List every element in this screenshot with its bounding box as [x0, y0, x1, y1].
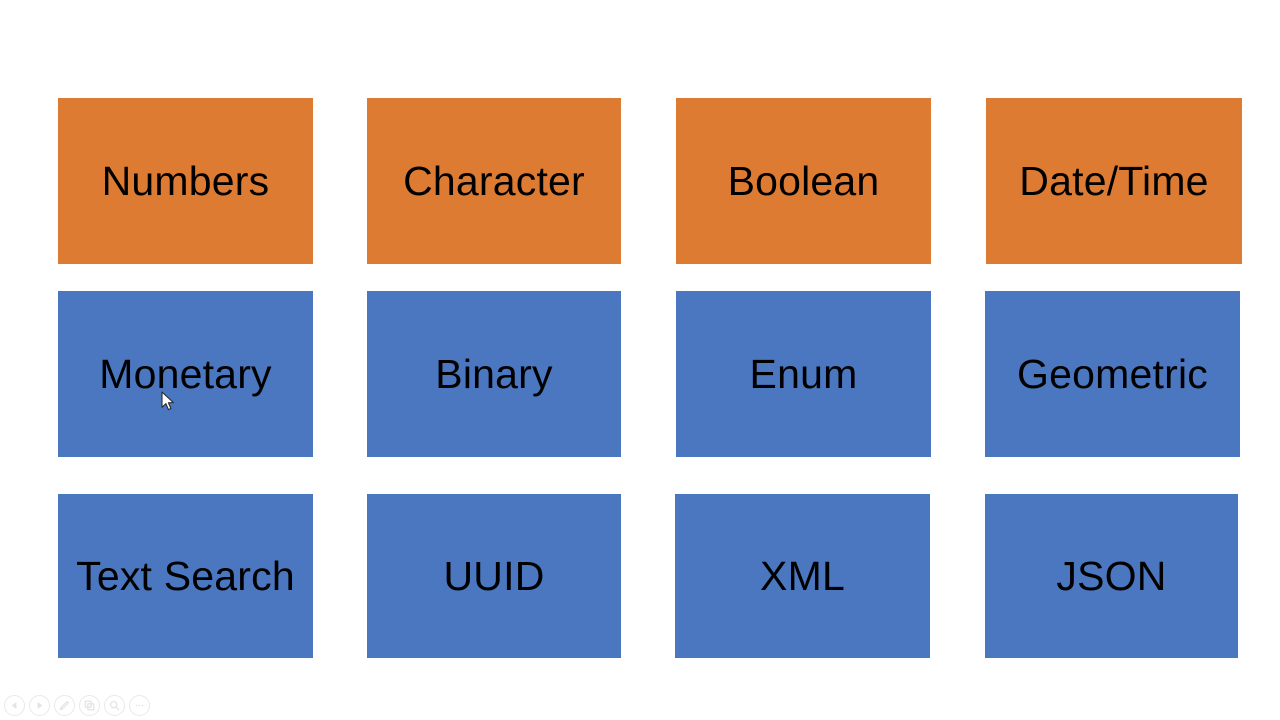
card-monetary[interactable]: Monetary — [58, 291, 313, 457]
card-character[interactable]: Character — [367, 98, 621, 264]
more-options-button[interactable] — [129, 695, 150, 716]
all-slides-icon — [84, 700, 95, 711]
card-label: Numbers — [101, 157, 270, 204]
next-slide-icon — [37, 702, 43, 709]
next-slide-button[interactable] — [29, 695, 50, 716]
card-label: XML — [760, 552, 845, 599]
card-label: JSON — [1056, 552, 1167, 599]
all-slides-button[interactable] — [79, 695, 100, 716]
card-label: UUID — [443, 552, 545, 599]
card-numbers[interactable]: Numbers — [58, 98, 313, 264]
card-enum[interactable]: Enum — [676, 291, 931, 457]
pen-icon — [59, 700, 69, 711]
more-options-icon — [135, 704, 144, 707]
previous-slide-icon — [11, 702, 17, 709]
card-label: Binary — [435, 350, 553, 397]
card-label: Enum — [749, 350, 858, 397]
card-label: Character — [403, 157, 585, 204]
card-label: Text Search — [76, 552, 295, 599]
zoom-button[interactable] — [104, 695, 125, 716]
card-xml[interactable]: XML — [675, 494, 930, 658]
card-label: Geometric — [1017, 350, 1208, 397]
card-geometric[interactable]: Geometric — [985, 291, 1240, 457]
card-uuid[interactable]: UUID — [367, 494, 621, 658]
card-json[interactable]: JSON — [985, 494, 1238, 658]
card-label: Date/Time — [1019, 157, 1209, 204]
card-label: Monetary — [99, 350, 272, 397]
card-text-search[interactable]: Text Search — [58, 494, 313, 658]
card-binary[interactable]: Binary — [367, 291, 621, 457]
presenter-toolbar — [4, 695, 150, 716]
card-boolean[interactable]: Boolean — [676, 98, 931, 264]
previous-slide-button[interactable] — [4, 695, 25, 716]
card-date-time[interactable]: Date/Time — [986, 98, 1242, 264]
zoom-icon — [109, 700, 120, 711]
card-label: Boolean — [727, 157, 880, 204]
pen-button[interactable] — [54, 695, 75, 716]
